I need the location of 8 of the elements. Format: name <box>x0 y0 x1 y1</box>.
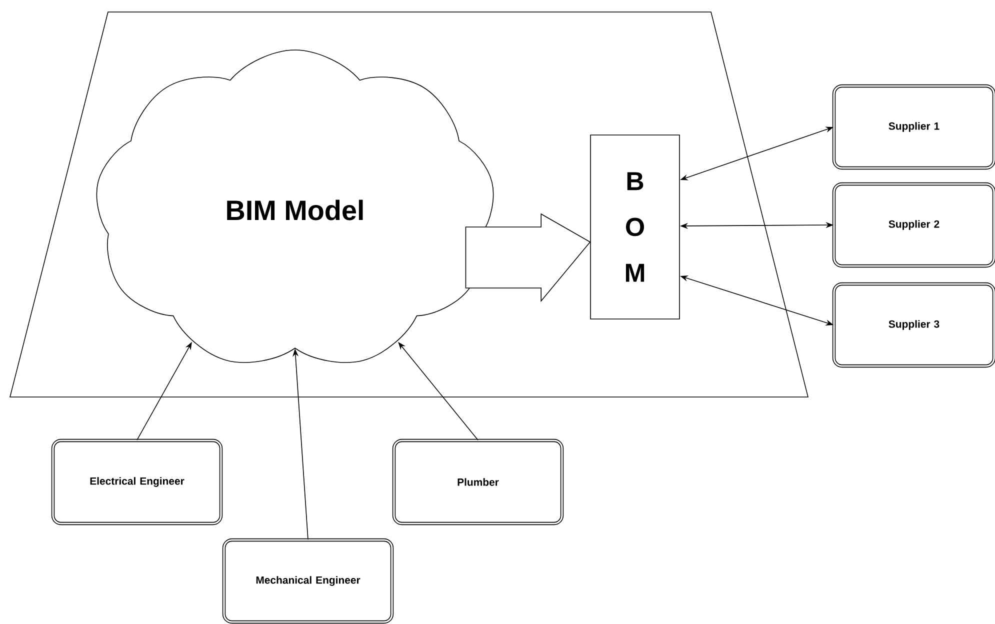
role-box: Supplier 3 <box>832 282 995 368</box>
role-box: Supplier 2 <box>832 182 995 268</box>
role-box: Plumber <box>392 438 564 526</box>
bom-box: B O M <box>590 134 680 320</box>
role-box: Supplier 1 <box>832 84 995 170</box>
block-arrow <box>465 213 591 302</box>
role-box: Mechanical Engineer <box>222 538 394 624</box>
role-box: Electrical Engineer <box>51 438 223 526</box>
